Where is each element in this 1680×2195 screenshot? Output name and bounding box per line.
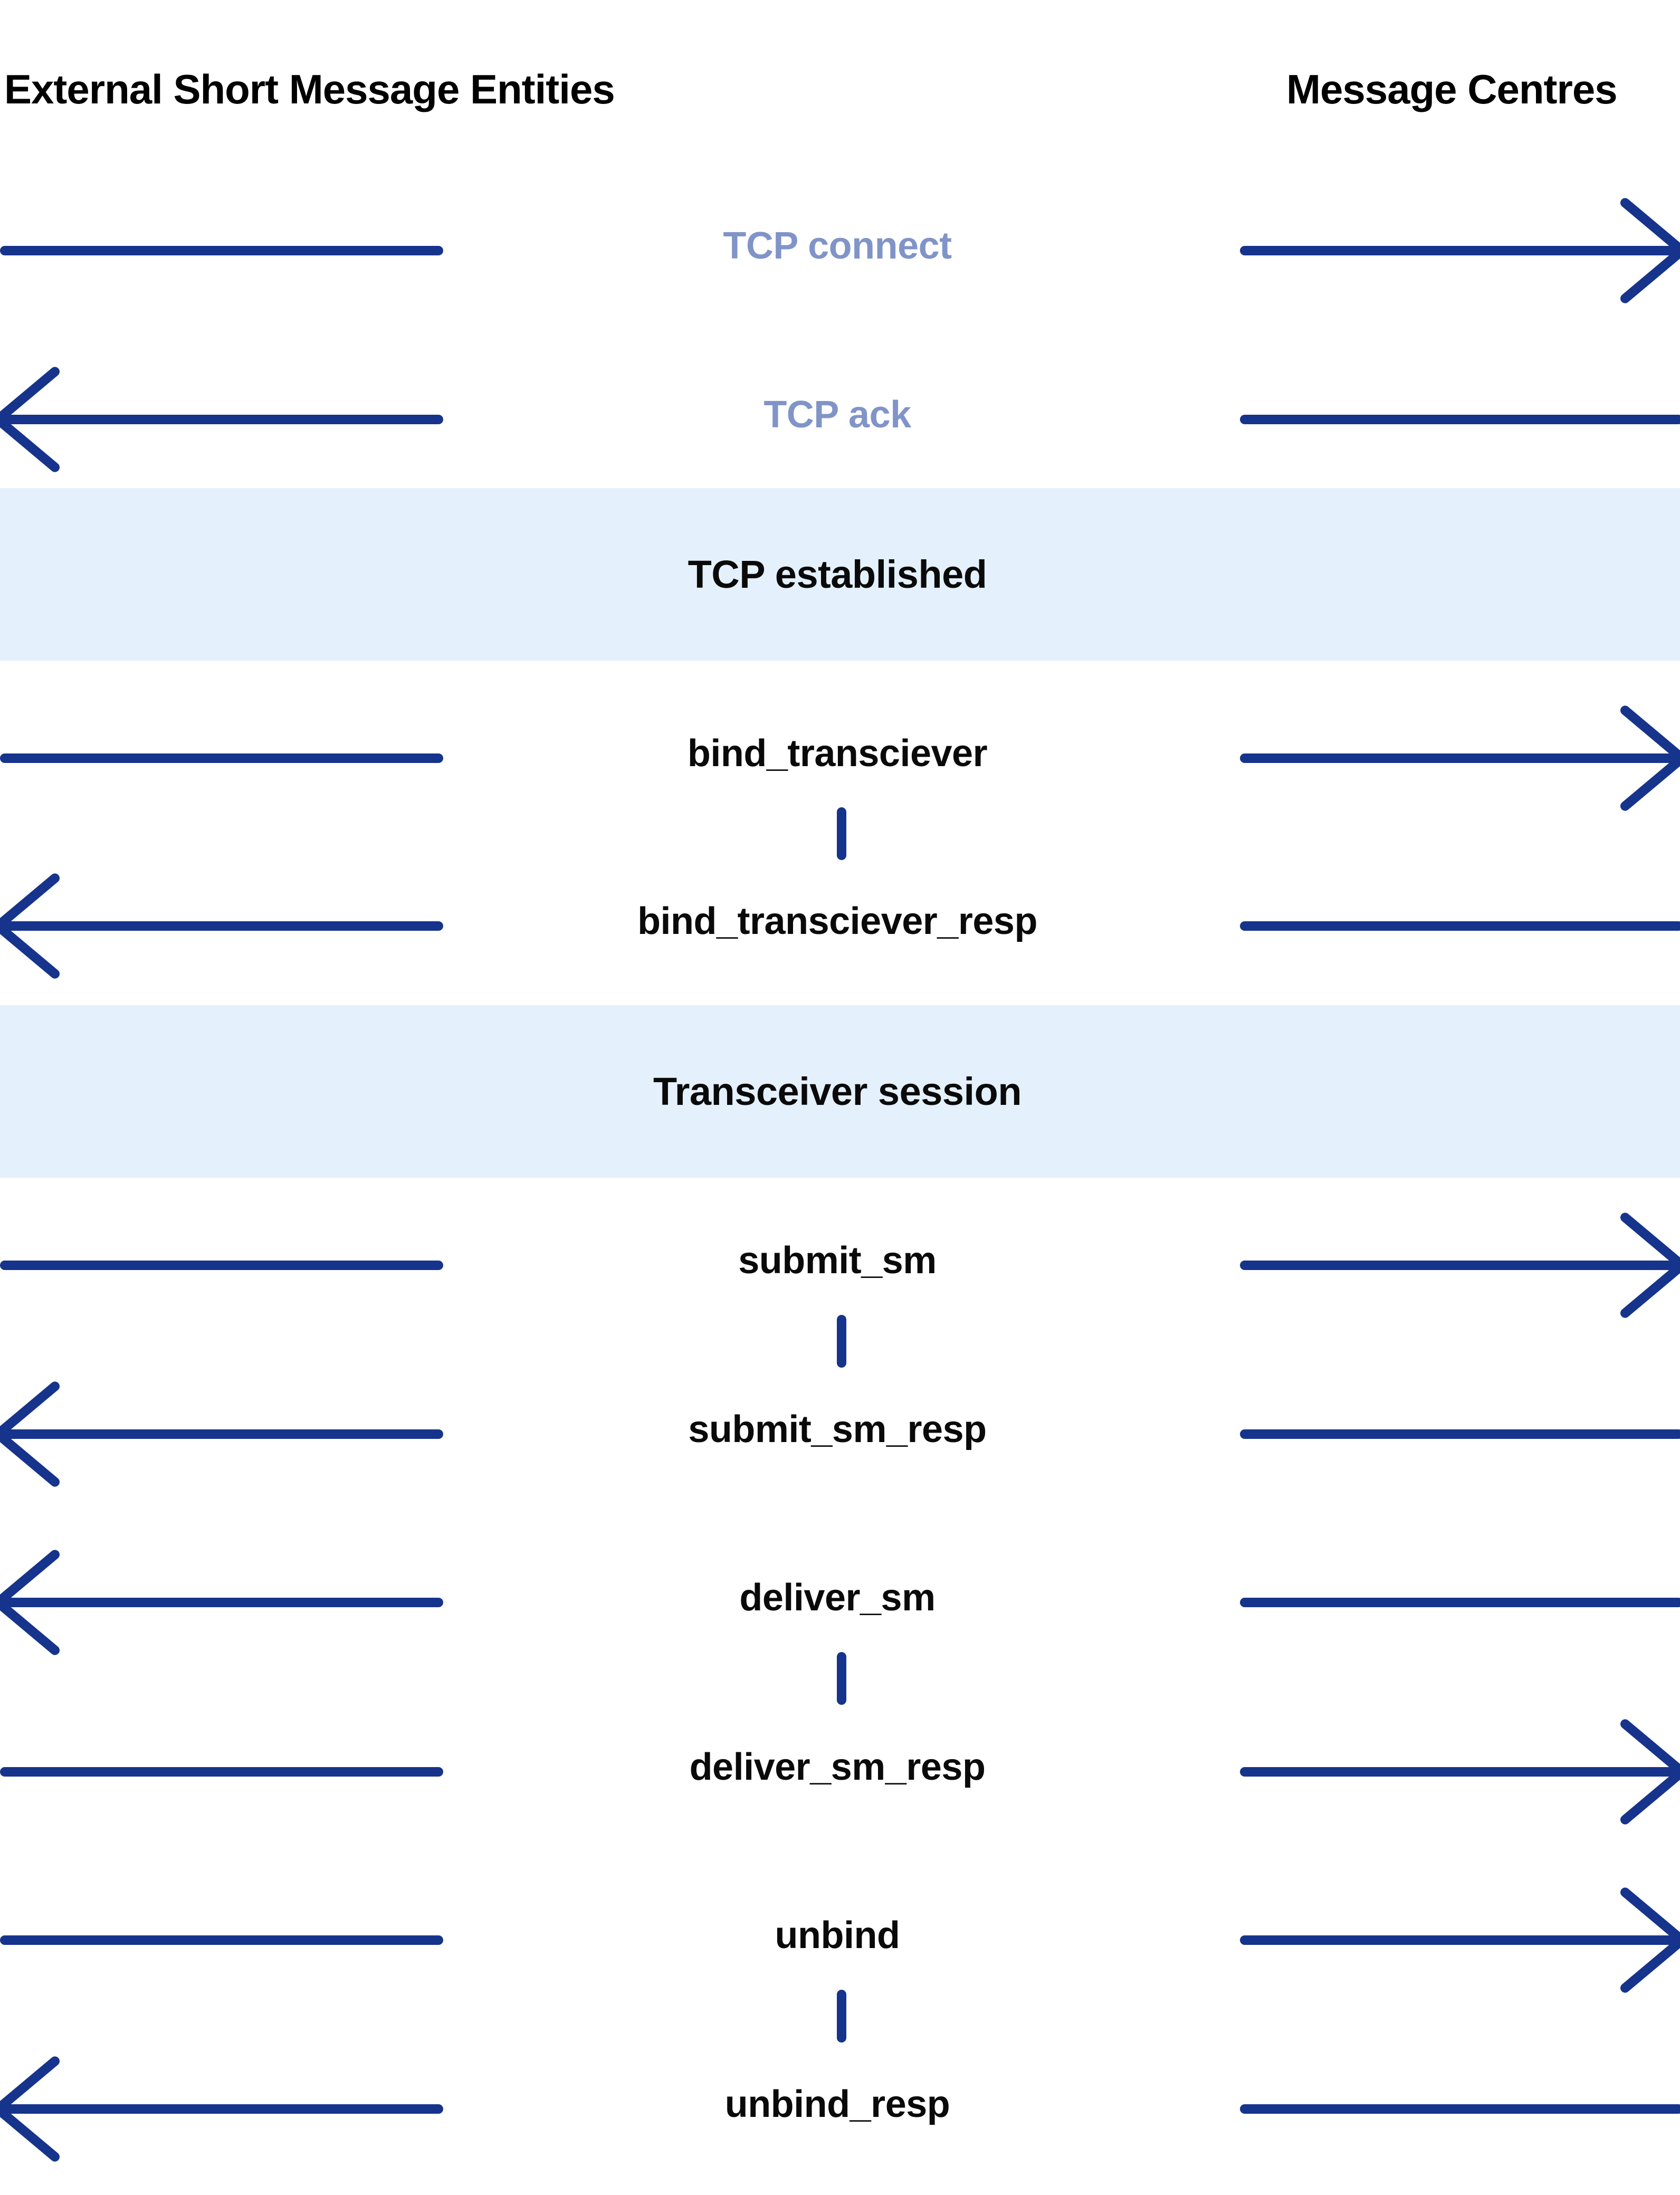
arrow-line-left bbox=[0, 921, 443, 931]
band-label: Transceiver session bbox=[653, 1070, 1022, 1113]
arrow-line-left bbox=[0, 1935, 443, 1945]
arrow-line-right bbox=[1240, 246, 1680, 255]
arrow-line-right bbox=[1240, 1935, 1680, 1945]
arrow-line-right bbox=[1240, 1767, 1680, 1777]
arrow-line-right bbox=[1240, 1261, 1680, 1270]
band-label: TCP established bbox=[688, 552, 987, 596]
arrow-line-left bbox=[0, 1429, 443, 1439]
arrow-line-left bbox=[0, 753, 443, 763]
tick-connector-tick-submit bbox=[837, 1315, 846, 1368]
arrow-line-right bbox=[1240, 1598, 1680, 1607]
arrow-line-right bbox=[1240, 921, 1680, 931]
arrow-line-left bbox=[0, 1261, 443, 1270]
band-transceiver-session: Transceiver session bbox=[0, 1005, 1680, 1178]
tick-connector-tick-deliver bbox=[837, 1652, 846, 1705]
tick-connector-tick-bind bbox=[837, 807, 846, 860]
arrow-line-right bbox=[1240, 415, 1680, 424]
arrow-line-right bbox=[1240, 2104, 1680, 2114]
arrow-line-left bbox=[0, 415, 443, 424]
column-header-esme: External Short Message Entities bbox=[4, 66, 615, 112]
arrow-line-left bbox=[0, 1598, 443, 1607]
band-tcp-established: TCP established bbox=[0, 488, 1680, 661]
arrow-line-left bbox=[0, 2104, 443, 2114]
arrow-line-left bbox=[0, 246, 443, 255]
arrow-line-left bbox=[0, 1767, 443, 1777]
arrow-line-right bbox=[1240, 1429, 1680, 1439]
column-header-message-centres: Message Centres bbox=[1286, 66, 1618, 112]
tick-connector-tick-unbind bbox=[837, 1990, 846, 2043]
arrow-line-right bbox=[1240, 753, 1680, 763]
